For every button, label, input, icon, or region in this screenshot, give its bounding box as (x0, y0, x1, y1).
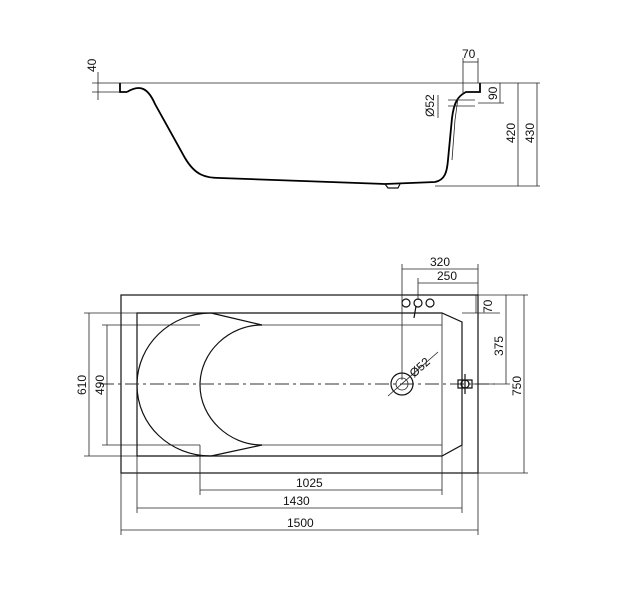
dim-rim-height: 40 (85, 58, 99, 72)
overflow-valve (457, 379, 473, 389)
tap-hole-middle (413, 298, 423, 308)
backrest-inner-arc (199, 324, 263, 446)
tap-hole-right (425, 298, 435, 308)
dim-total-length: 1500 (287, 516, 314, 530)
bottom-edge-bottom-link (210, 444, 263, 457)
bottom-edge-top-link (210, 312, 263, 326)
dim-inner-width: 610 (75, 375, 89, 395)
drain-leader (387, 351, 439, 397)
top-view: Ø52 320 250 70 375 750 (75, 255, 528, 535)
tap-hole-left (401, 298, 411, 308)
dim-tap-offset: 320 (430, 255, 450, 269)
dim-bottom-length: 1025 (296, 476, 323, 490)
dim-overflow-offset: 70 (462, 47, 476, 61)
dim-tap-width: 250 (437, 269, 457, 283)
tub-body-outline (126, 83, 481, 185)
dim-bottom-width: 490 (93, 375, 107, 395)
dim-drain-offset: 375 (492, 336, 506, 356)
dim-tap-depth: 70 (481, 299, 495, 313)
side-view: 40 70 Ø52 90 420 430 (85, 47, 540, 189)
left-rim (119, 83, 127, 93)
dim-inner-length: 1430 (283, 494, 310, 508)
dim-overflow-drop: 90 (486, 86, 500, 100)
tap-spout (413, 305, 417, 319)
inner-wall-line (451, 97, 459, 161)
dim-total-height: 430 (523, 123, 537, 143)
dim-inner-depth: 420 (504, 123, 518, 143)
backrest-outer-arc (136, 312, 212, 457)
drain-outlet (384, 183, 401, 189)
dim-overflow-diameter: Ø52 (423, 94, 437, 117)
dim-total-width: 750 (510, 376, 524, 396)
